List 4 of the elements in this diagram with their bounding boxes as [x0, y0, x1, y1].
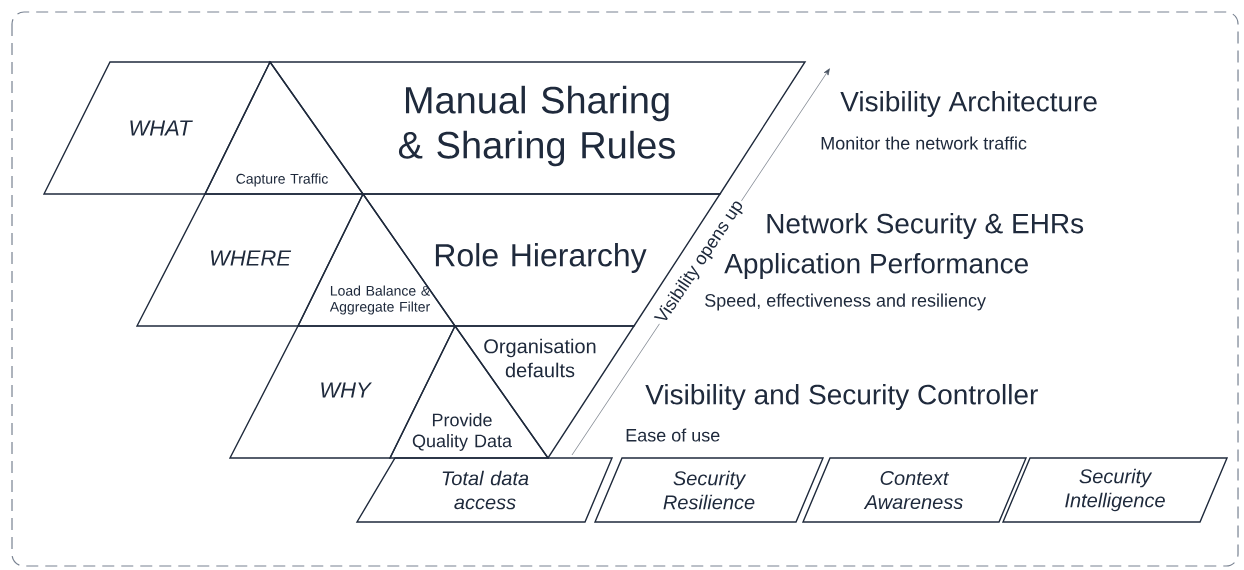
heading: Network Security & EHRs	[767, 212, 1084, 240]
subheading: Ease of use	[626, 428, 720, 442]
heading: Visibility and Security Controller	[645, 383, 1038, 411]
heading: Visibility Architecture	[840, 90, 1097, 118]
